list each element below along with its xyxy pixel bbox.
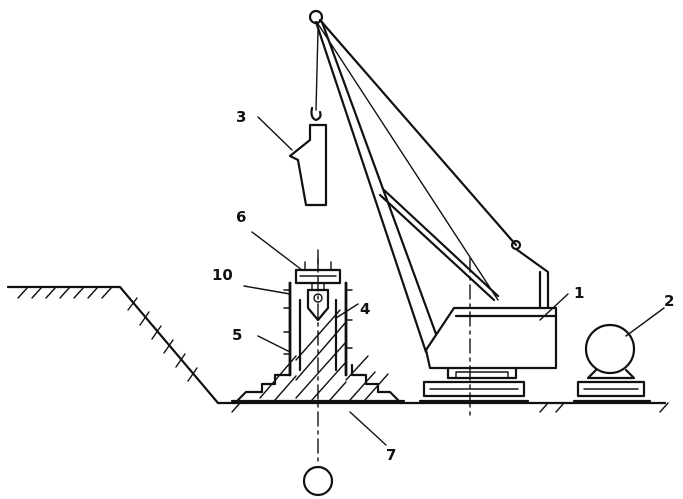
- ground-hatching: [17, 286, 669, 413]
- hanging-load: [288, 29, 328, 207]
- label-1: 1: [574, 284, 584, 302]
- label-2: 2: [664, 292, 674, 310]
- shaft-hatching: [259, 309, 389, 401]
- label-7: 7: [386, 446, 396, 464]
- crawler-crane: [308, 9, 558, 421]
- wall-studs: [283, 289, 353, 355]
- leader-lines: [243, 116, 665, 446]
- label-3: 3: [236, 108, 246, 126]
- caisson-structure: [230, 249, 406, 497]
- label-6: 6: [236, 208, 246, 226]
- label-5: 5: [232, 326, 242, 344]
- label-4: 4: [360, 300, 370, 318]
- label-10: 10: [212, 266, 233, 284]
- winch-drum: [572, 323, 652, 403]
- ground-profile: [6, 285, 669, 413]
